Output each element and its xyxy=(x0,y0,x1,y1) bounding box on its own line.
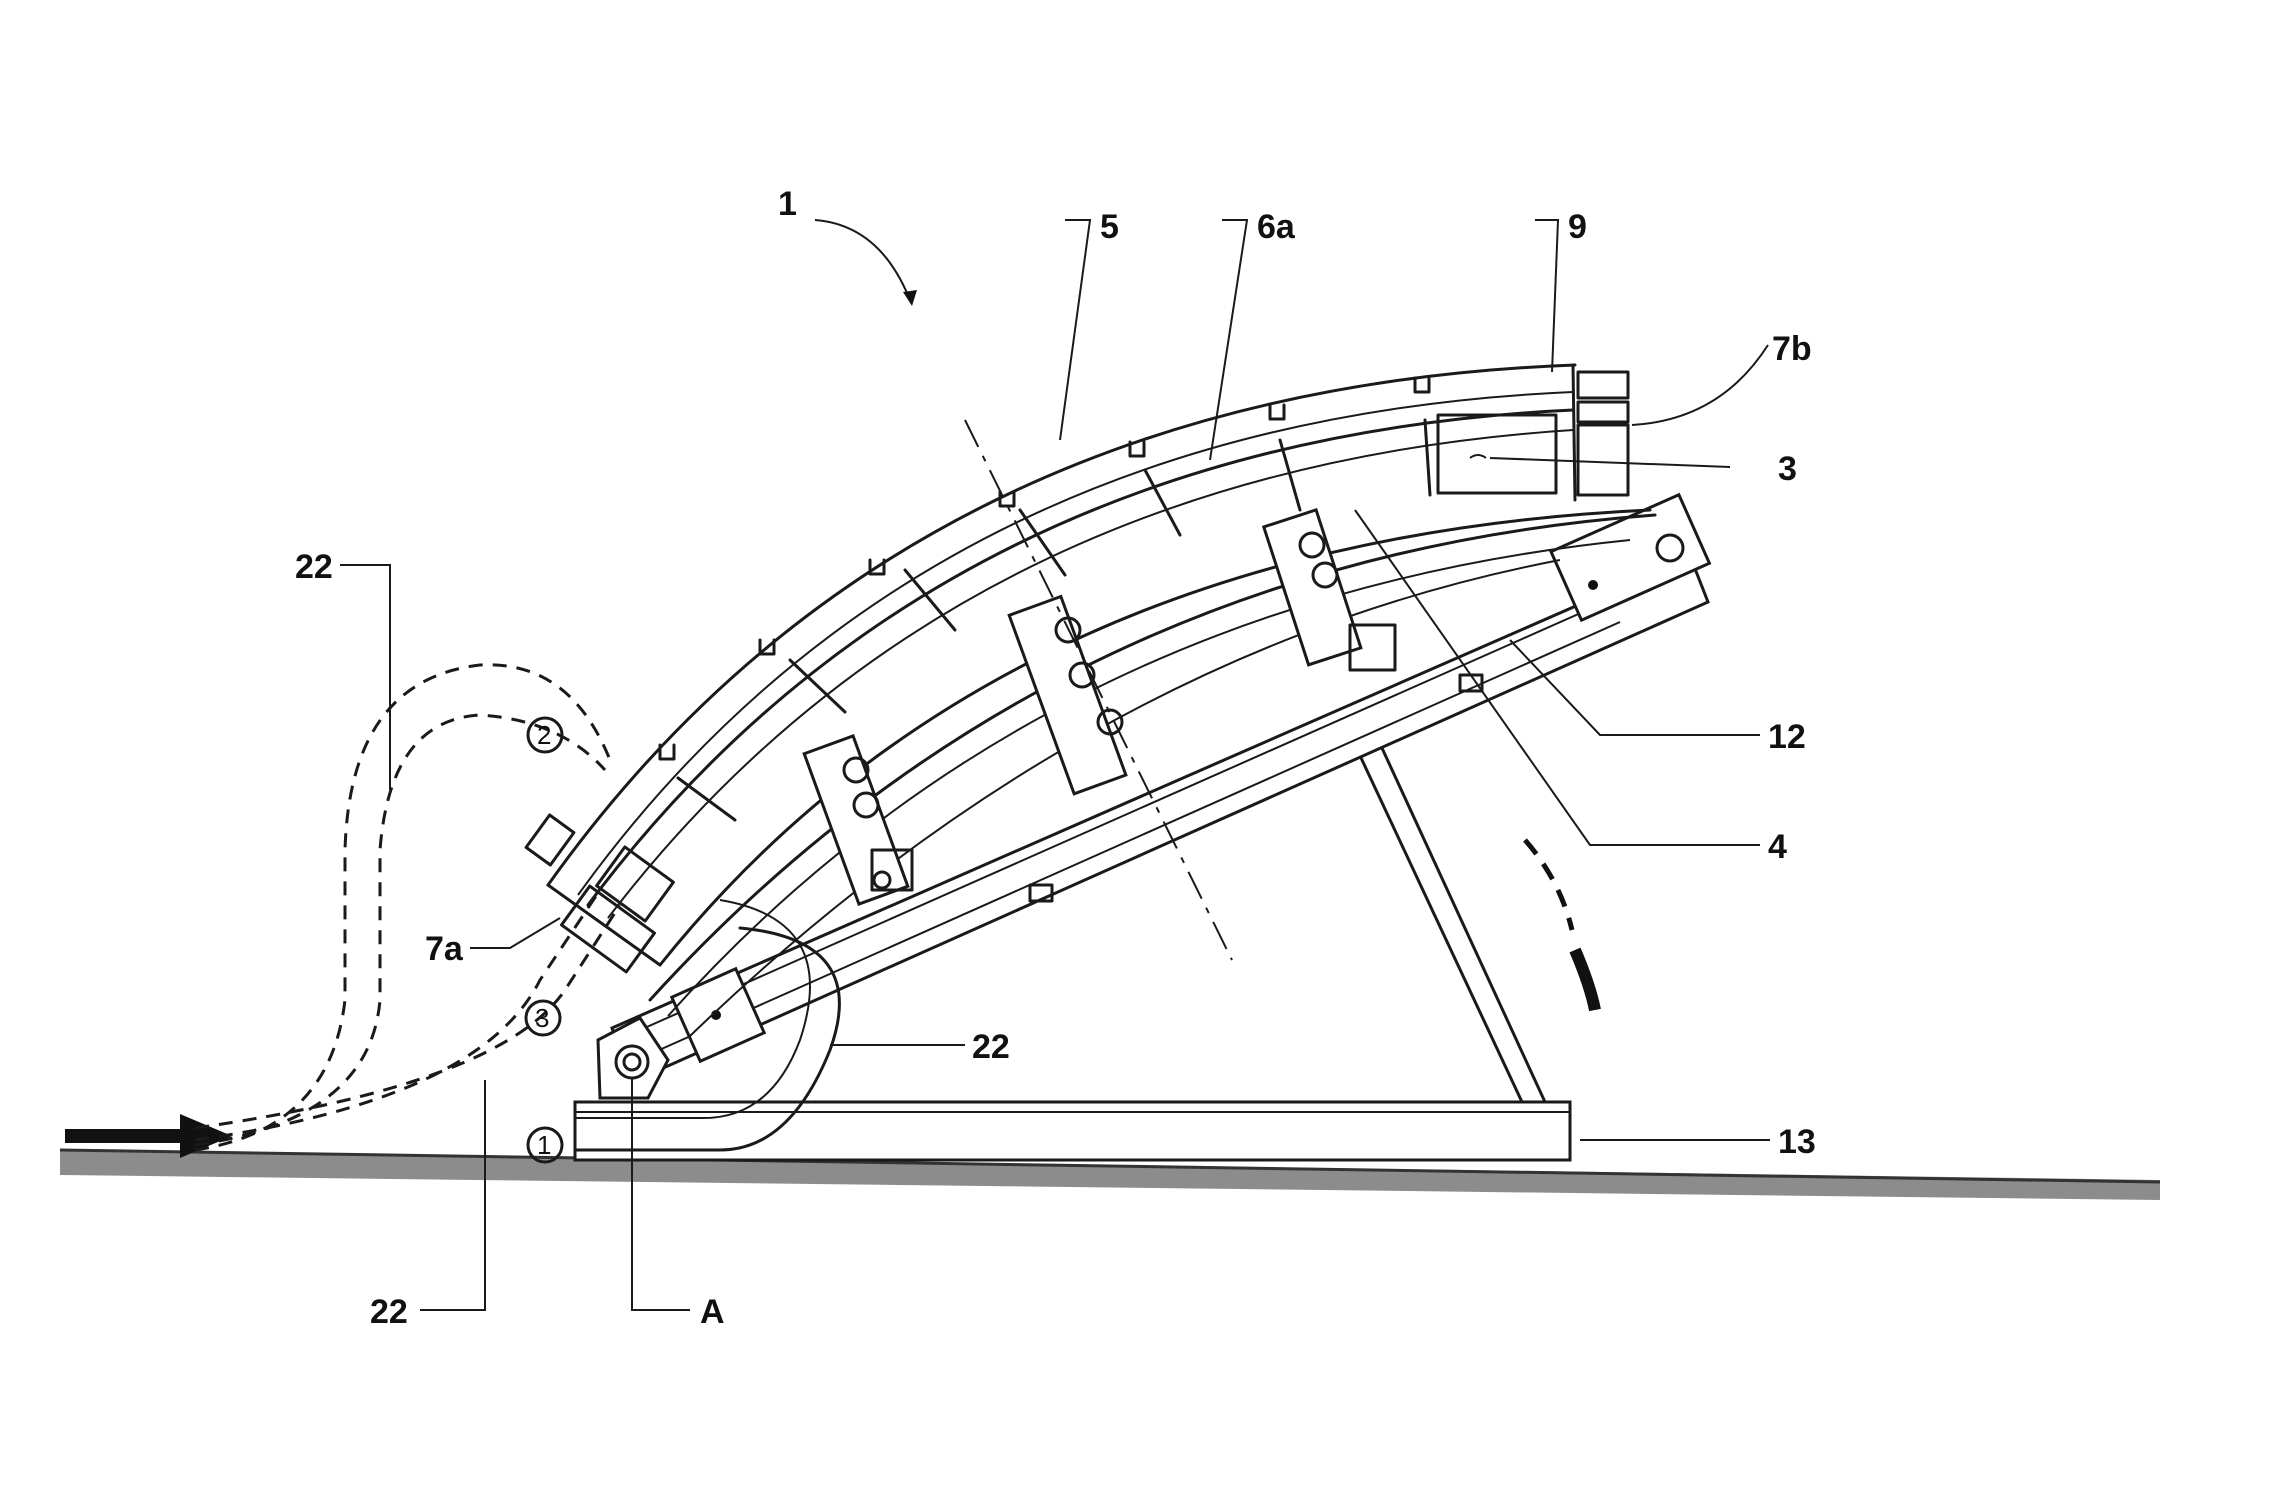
label-hose-middle: 22 xyxy=(972,1028,1010,1066)
label-top-cover: 5 xyxy=(1100,208,1119,246)
bracket-3 xyxy=(1264,510,1395,670)
label-hose-lower: 22 xyxy=(370,1293,408,1331)
label-inner-arc: 4 xyxy=(1768,828,1787,866)
label-base: 13 xyxy=(1778,1123,1816,1161)
label-assembly: 1 xyxy=(778,185,797,223)
label-frame-panel: 3 xyxy=(1778,450,1797,488)
motion-arc xyxy=(1525,840,1595,1010)
right-end-cap xyxy=(1578,372,1628,495)
label-end-cap: 9 xyxy=(1568,208,1587,246)
label-hose-upper: 22 xyxy=(295,548,333,586)
label-left-end: 7a xyxy=(425,930,464,968)
pos-1-label: 1 xyxy=(537,1130,551,1160)
pos-2-label: 2 xyxy=(537,720,551,750)
bracket-1 xyxy=(804,736,912,904)
hose-dashed xyxy=(195,665,620,1150)
position-markers: 2 3 1 xyxy=(526,718,562,1162)
label-segment: 6a xyxy=(1257,208,1296,246)
label-pivot: A xyxy=(700,1293,725,1331)
label-right-end: 7b xyxy=(1772,330,1812,368)
support-strut xyxy=(1348,722,1545,1102)
label-arm: 12 xyxy=(1768,718,1806,756)
pos-3-label: 3 xyxy=(535,1003,549,1033)
pivot-arm xyxy=(612,495,1709,1082)
